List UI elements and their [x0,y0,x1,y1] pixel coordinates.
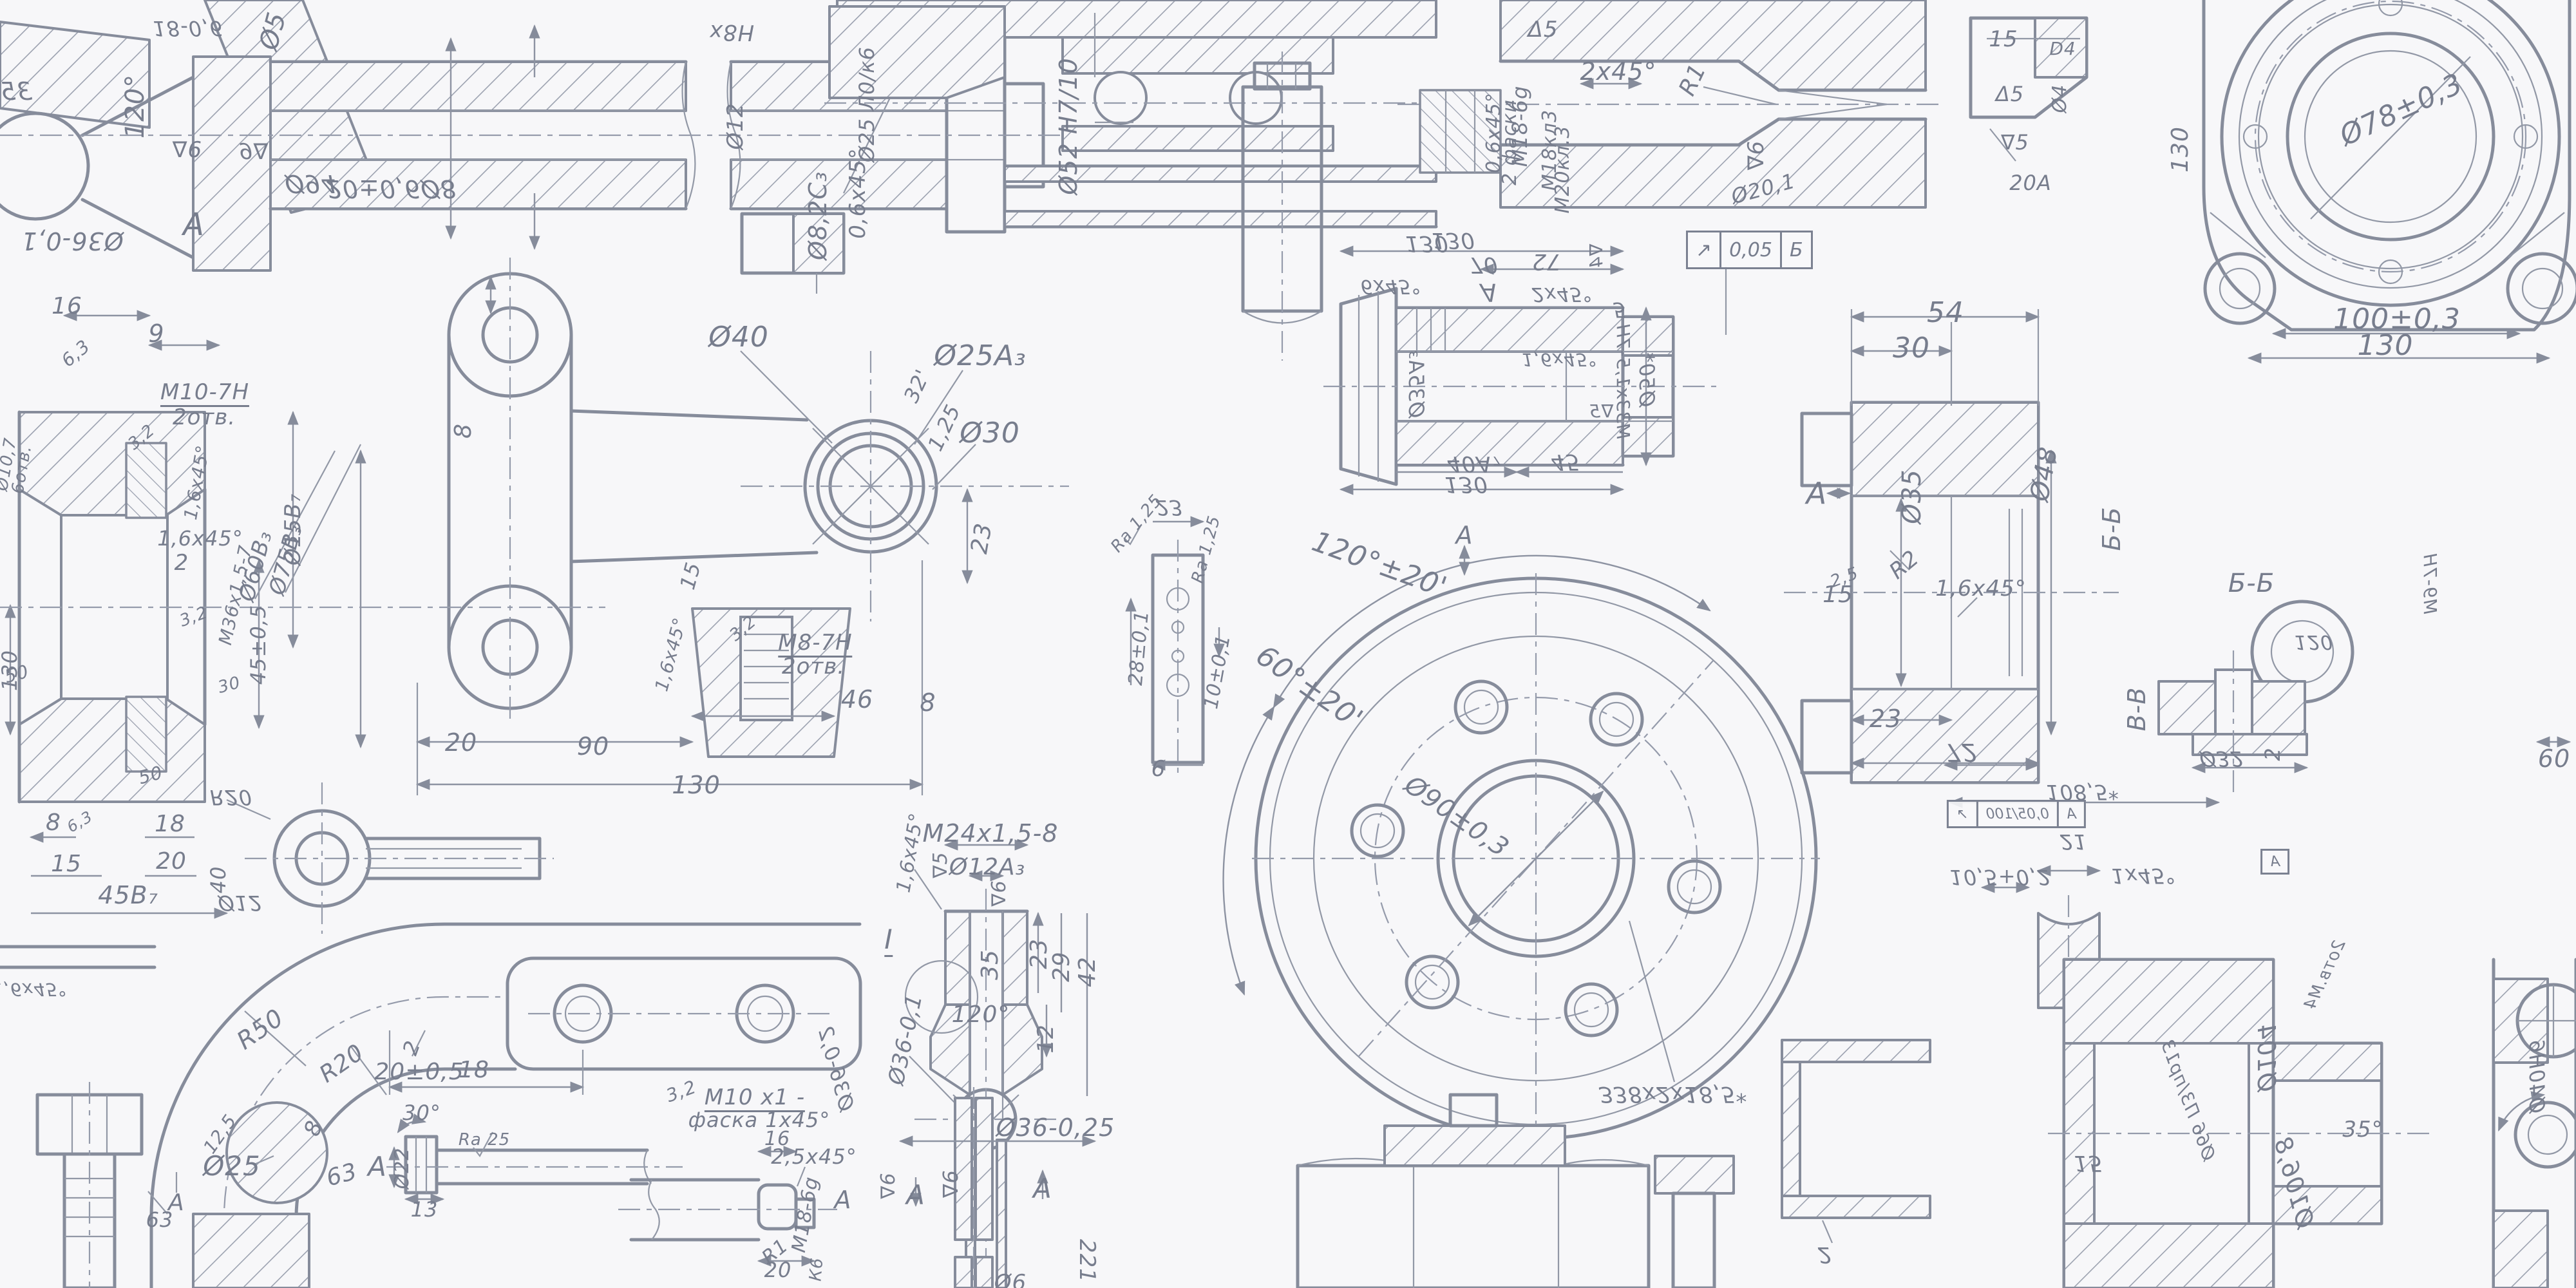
part-hex-cap-section [1296,1039,1931,1288]
part-small-block [740,212,846,294]
part-valve-seat-block [1397,0,1938,335]
part-corner-bracket [1969,16,2088,162]
part-elbow-pipe [149,922,862,1288]
part-square-flange [2202,0,2576,364]
part-union-fitting [904,839,1088,1288]
part-cartridge-bushing [1323,245,1716,495]
part-bearing-assembly [824,0,1468,229]
part-flange-section-left [0,410,605,804]
part-castellated-retainer [1784,309,2119,784]
part-hub-section [2048,958,2576,1288]
part-small-cylinder [1241,52,1323,361]
part-washer-stack [898,1087,1097,1288]
part-lever-bracket [5,258,1069,795]
part-drilled-plate [1124,522,1219,779]
part-threaded-rod [618,1146,837,1267]
part-hex-bolt [386,1113,683,1205]
part-rod-end-eye [31,782,554,934]
part-circular-flange [1222,544,1820,1144]
part-stud-bolt [0,945,178,1288]
